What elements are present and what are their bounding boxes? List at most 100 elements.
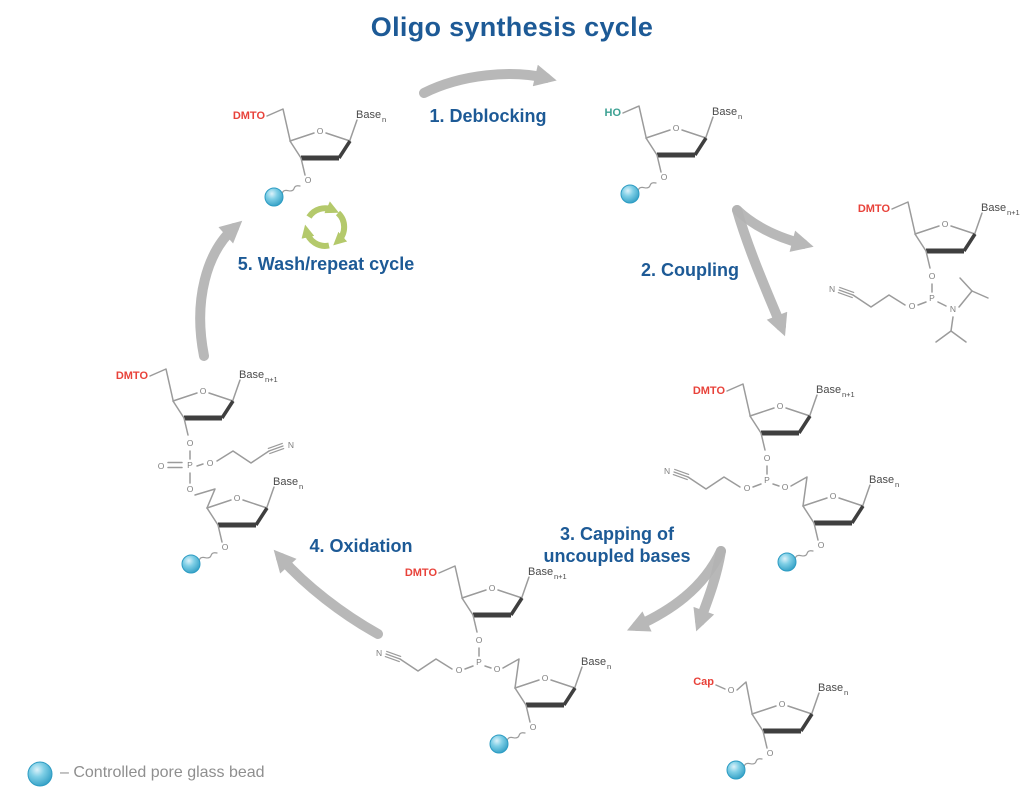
bond [917, 301, 927, 306]
bond [736, 681, 753, 714]
sugar-ring [803, 498, 863, 523]
oxygen-label: O [767, 748, 774, 758]
oxygen-label: O [744, 483, 751, 493]
oxygen-label: O [187, 484, 194, 494]
ring-oxygen-label: O [777, 401, 784, 411]
phosphorus-label: P [764, 475, 770, 485]
oxygen-label: O [476, 635, 483, 645]
bond [194, 488, 216, 509]
bond [974, 212, 983, 234]
molecule-deblocked-nucleoside: O HO Base n O [603, 105, 744, 204]
bond [196, 463, 204, 467]
bond [622, 105, 647, 138]
sugar-ring [915, 226, 975, 251]
dmto-label: DMTO [233, 110, 266, 122]
base-label: Base [712, 106, 737, 118]
bond [862, 484, 871, 506]
step-label-capping-line1: 3. Capping of [559, 524, 674, 544]
molecule-phosphoramidite: O DMTO Base n+1 O P O N N [827, 201, 1021, 343]
base-subscript: n+1 [265, 375, 278, 384]
bond [891, 201, 916, 234]
support-nucleoside: O Base n O [489, 655, 613, 754]
oxygen-label: O [494, 664, 501, 674]
step-label-wash-repeat: 5. Wash/repeat cycle [237, 254, 415, 274]
bond [705, 116, 714, 138]
cyanoethyl-chain [384, 650, 453, 672]
sugar-ring [752, 706, 812, 731]
bond [574, 666, 583, 688]
bond [149, 368, 174, 401]
arrow-step1-deblocking [419, 64, 557, 98]
base-label: Base [816, 384, 841, 396]
oxygen-label: O [764, 453, 771, 463]
nitrogen-label: N [829, 284, 835, 294]
glass-bead-icon [27, 761, 53, 787]
base-label: Base [356, 109, 381, 121]
bond [937, 301, 947, 307]
oxygen-label: O [222, 542, 229, 552]
bond [183, 417, 189, 436]
base-subscript: n [382, 115, 386, 124]
base-subscript: n [844, 688, 848, 697]
bond [232, 379, 241, 401]
base-label: Base [528, 566, 553, 578]
ho-label: HO [605, 107, 622, 119]
step-label-deblocking: 1. Deblocking [429, 106, 547, 126]
bond [925, 250, 931, 269]
glass-bead-icon [620, 184, 640, 204]
bond [959, 277, 973, 292]
molecule-oxidized-phosphate-dimer: O DMTO Base n+1 O P O O N O O Base n O [114, 368, 305, 574]
ring-oxygen-label: O [830, 491, 837, 501]
bond [935, 330, 952, 343]
sugar-ring [207, 500, 267, 525]
bond [502, 658, 520, 689]
bond [950, 316, 954, 332]
oxygen-label: O [929, 271, 936, 281]
arrow-step2-to-coupled-product [732, 205, 788, 337]
bond [726, 383, 751, 416]
molecule-dmt-nucleoside-support: O DMTO Base n O [231, 108, 388, 207]
bond [813, 522, 819, 541]
step-label-oxidation: 4. Oxidation [309, 536, 413, 556]
sugar-ring [515, 680, 575, 705]
dmto-label: DMTO [858, 203, 891, 215]
cap-label: Cap [693, 676, 714, 688]
step-label-capping-line2: uncoupled bases [543, 545, 691, 566]
bond [349, 119, 358, 141]
glass-bead-icon [777, 552, 797, 572]
ring-oxygen-label: O [200, 386, 207, 396]
bond [300, 157, 306, 176]
bond [762, 730, 768, 749]
glass-bead-icon [489, 734, 509, 754]
sugar-ring [290, 133, 350, 158]
base-label: Base [981, 202, 1006, 214]
bond [811, 692, 820, 714]
bond [772, 483, 780, 487]
bond [266, 486, 275, 508]
bond [809, 394, 818, 416]
arrow-step4-oxidation [273, 549, 383, 639]
oxygen-label: O [456, 665, 463, 675]
ring-oxygen-label: O [779, 699, 786, 709]
ring-oxygen-label: O [317, 126, 324, 136]
ring-oxygen-label: O [673, 123, 680, 133]
arrow-step3-to-capped [693, 546, 726, 632]
bond [525, 704, 531, 723]
nitrogen-label: N [664, 466, 670, 476]
support-nucleoside: O Base n O [181, 475, 305, 574]
nitrogen-label: N [376, 648, 382, 658]
base-label: Base [581, 656, 606, 668]
base-subscript: n+1 [842, 390, 855, 399]
amine-nitrogen-label: N [950, 304, 956, 314]
bond [521, 576, 530, 598]
step-label-capping: 3. Capping of uncoupled bases [543, 524, 690, 567]
arrow-step5-wash [195, 220, 243, 361]
bond [656, 154, 662, 173]
bond [472, 614, 478, 633]
ring-oxygen-label: O [234, 493, 241, 503]
nitrogen-label: N [288, 440, 294, 450]
step-label-coupling: 2. Coupling [641, 260, 739, 280]
legend-label: – Controlled pore glass bead [60, 764, 265, 781]
oxygen-label: O [187, 438, 194, 448]
sugar-ring [462, 590, 522, 615]
